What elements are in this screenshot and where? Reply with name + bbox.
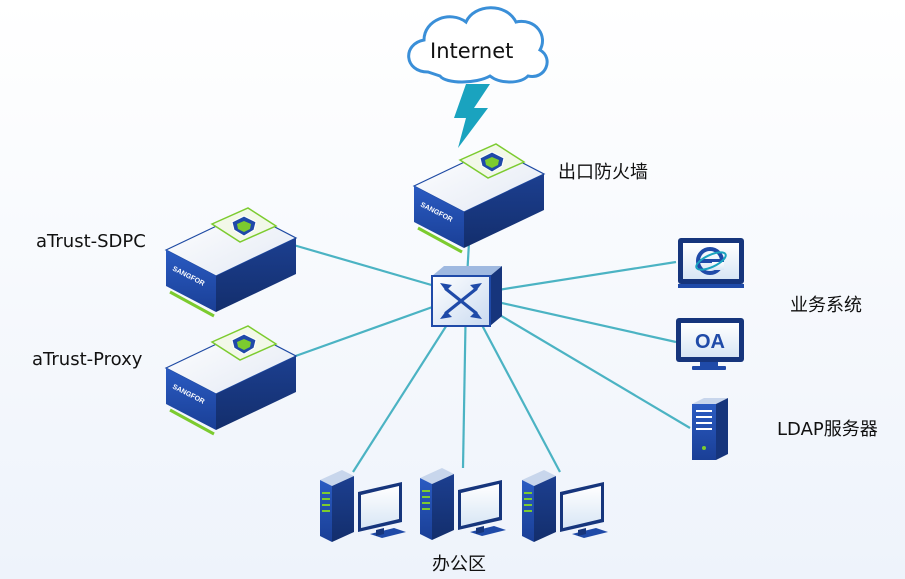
ldap-server-label: LDAP服务器 <box>777 419 878 440</box>
internet-label: Internet <box>430 39 514 63</box>
link-ldap <box>465 294 691 429</box>
business-system-label: 业务系统 <box>790 295 862 316</box>
sdpc-label: aTrust-SDPC <box>36 231 146 252</box>
proxy-label: aTrust-Proxy <box>32 349 143 370</box>
lightning-bolt-icon <box>454 84 490 148</box>
server-tower-icon <box>692 398 728 460</box>
office-area-label: 办公区 <box>432 554 486 575</box>
browser-e-icon <box>678 238 744 288</box>
oa-screen-text: OA <box>695 331 725 353</box>
network-switch-icon <box>431 266 502 327</box>
oa-monitor-icon: OA <box>676 318 744 370</box>
cloud-icon <box>407 6 549 84</box>
firewall-label: 出口防火墙 <box>558 162 648 183</box>
